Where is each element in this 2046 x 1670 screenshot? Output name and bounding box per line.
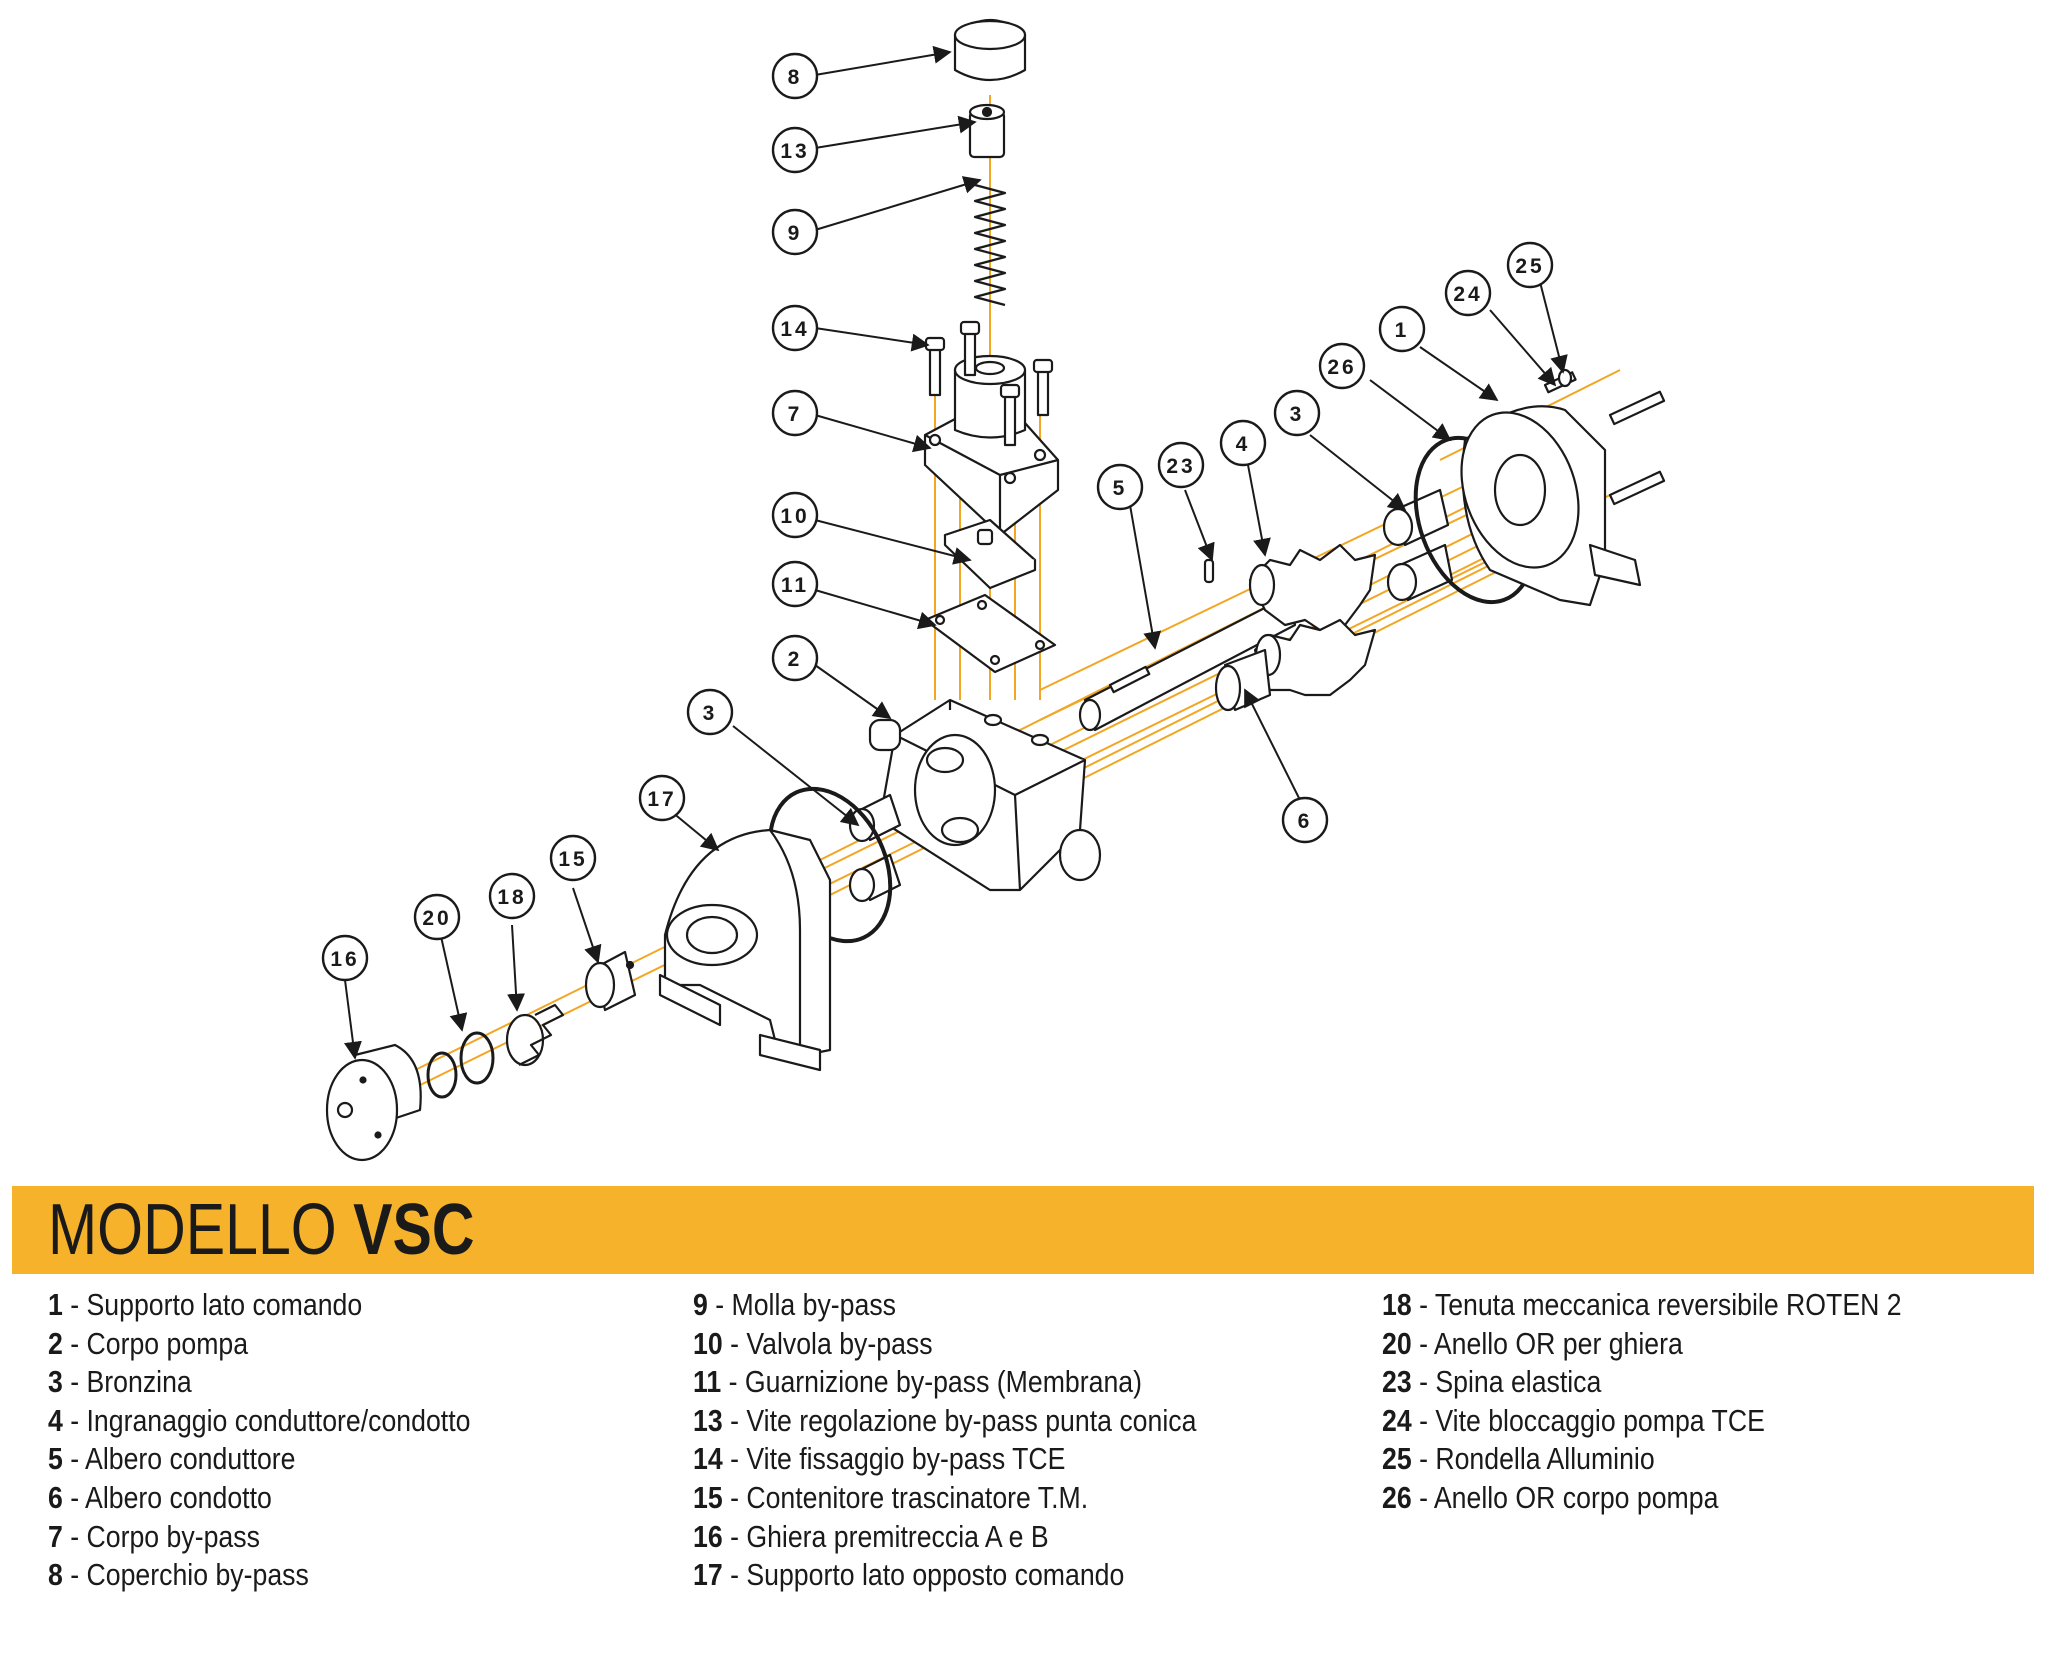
callout-20: 20	[413, 893, 461, 941]
part-bypass-valve	[943, 518, 1037, 590]
part-adjust-screw	[968, 103, 1006, 159]
callout-1: 1	[1378, 305, 1426, 353]
svg-text:1: 1	[1395, 319, 1410, 342]
svg-text:20: 20	[422, 907, 451, 930]
callout-5: 5	[1096, 463, 1144, 511]
legend-item: 18 - Tenuta meccanica reversibile ROTEN …	[1382, 1287, 1902, 1322]
leader-lines	[344, 45, 1568, 1060]
svg-text:24: 24	[1453, 283, 1482, 306]
callout-7: 7	[771, 389, 819, 437]
model-banner: MODELLO VSC	[12, 1186, 2034, 1274]
legend-item: 26 - Anello OR corpo pompa	[1382, 1479, 1719, 1515]
legend-item: 14 - Vite fissaggio by-pass TCE	[693, 1441, 1066, 1477]
svg-text:23: 23	[1166, 455, 1195, 478]
legend-item: 5 - Albero conduttore	[48, 1441, 296, 1477]
legend-column-3: 18 - Tenuta meccanica reversibile ROTEN …	[1382, 1286, 1986, 1518]
part-driving-shaft	[1078, 593, 1297, 732]
callout-2: 2	[771, 634, 819, 682]
callout-4: 4	[1219, 419, 1267, 467]
part-bypass-gasket	[923, 593, 1057, 674]
legend-item: 20 - Anello OR per ghiera	[1382, 1325, 1683, 1361]
callout-24: 24	[1444, 269, 1492, 317]
legend-column-2: 9 - Molla by-pass 10 - Valvola by-pass 1…	[693, 1286, 1278, 1595]
part-support-opposite	[658, 828, 832, 1072]
svg-text:7: 7	[788, 403, 803, 426]
assembly-lines	[404, 95, 1621, 1091]
svg-text:3: 3	[1290, 403, 1305, 426]
callout-13: 13	[771, 126, 819, 174]
legend-item: 2 - Corpo pompa	[48, 1325, 249, 1361]
part-pump-body	[868, 698, 1102, 892]
svg-text:14: 14	[780, 318, 809, 341]
legend-item: 17 - Supporto lato opposto comando	[693, 1557, 1125, 1593]
part-spring	[973, 183, 1007, 307]
legend-item: 10 - Valvola by-pass	[693, 1325, 933, 1361]
legend-item: 4 - Ingranaggio conduttore/condotto	[48, 1402, 471, 1438]
part-gears	[1248, 543, 1377, 697]
legend-item: 3 - Bronzina	[48, 1364, 192, 1400]
svg-text:10: 10	[780, 505, 809, 528]
part-elastic-pin	[1203, 558, 1215, 584]
callout-15: 15	[549, 834, 597, 882]
part-orings-ring	[426, 1031, 495, 1099]
svg-text:26: 26	[1327, 356, 1356, 379]
part-mechanical-seal	[505, 1003, 565, 1067]
legend-column-1: 1 - Supporto lato comando 2 - Corpo pomp…	[48, 1286, 539, 1595]
callout-10: 10	[771, 491, 819, 539]
legend-item: 7 - Corpo by-pass	[48, 1518, 260, 1554]
callout-9: 9	[771, 208, 819, 256]
svg-text:2: 2	[788, 648, 803, 671]
legend-item: 25 - Rondella Alluminio	[1382, 1441, 1655, 1477]
svg-text:8: 8	[788, 66, 803, 89]
part-lock-screw	[1543, 368, 1577, 394]
exploded-pump-diagram: 8 13 9 14 7 10 11 2 3 17 15 18 20 16 5 2…	[321, 18, 1666, 1162]
callout-16: 16	[321, 934, 369, 982]
legend-item: 23 - Spina elastica	[1382, 1364, 1602, 1400]
legend-item: 16 - Ghiera premitreccia A e B	[693, 1518, 1049, 1554]
svg-text:25: 25	[1515, 255, 1544, 278]
part-bypass-cap	[953, 18, 1027, 81]
legend-item: 9 - Molla by-pass	[693, 1287, 897, 1322]
model-title-prefix: MODELLO	[48, 1190, 354, 1270]
callout-17: 17	[638, 774, 686, 822]
svg-text:4: 4	[1236, 433, 1251, 456]
svg-text:16: 16	[330, 948, 359, 971]
callout-3-right: 3	[1273, 389, 1321, 437]
callout-8: 8	[771, 52, 819, 100]
svg-text:18: 18	[497, 886, 526, 909]
svg-text:3: 3	[703, 702, 718, 725]
callout-23: 23	[1157, 441, 1205, 489]
part-fixing-screws	[924, 320, 1054, 447]
legend-item: 6 - Albero condotto	[48, 1479, 272, 1515]
svg-text:17: 17	[647, 788, 676, 811]
svg-text:5: 5	[1113, 477, 1128, 500]
part-support-drive	[1460, 390, 1666, 607]
part-drive-container	[584, 950, 637, 1012]
callout-11: 11	[771, 560, 819, 608]
part-bushings-right	[1382, 488, 1454, 602]
pump-parts	[325, 18, 1666, 1162]
svg-text:15: 15	[558, 848, 587, 871]
model-title-code: VSC	[353, 1190, 475, 1270]
callout-6: 6	[1281, 796, 1329, 844]
callout-3-left: 3	[686, 688, 734, 736]
legend-item: 1 - Supporto lato comando	[48, 1287, 363, 1322]
svg-text:11: 11	[781, 574, 809, 597]
callout-26: 26	[1318, 342, 1366, 390]
part-ring-nut	[325, 1043, 422, 1162]
callout-14: 14	[771, 304, 819, 352]
legend-item: 13 - Vite regolazione by-pass punta coni…	[693, 1402, 1197, 1438]
callout-25: 25	[1506, 241, 1554, 289]
svg-text:9: 9	[788, 222, 803, 245]
legend-item: 24 - Vite bloccaggio pompa TCE	[1382, 1402, 1765, 1438]
callout-18: 18	[488, 872, 536, 920]
model-title: MODELLO VSC	[48, 1192, 475, 1268]
callouts: 8 13 9 14 7 10 11 2 3 17 15 18 20 16 5 2…	[321, 52, 1554, 982]
svg-text:13: 13	[780, 140, 809, 163]
legend-item: 15 - Contenitore trascinatore T.M.	[693, 1479, 1089, 1515]
svg-text:6: 6	[1298, 810, 1313, 833]
legend-item: 8 - Coperchio by-pass	[48, 1557, 309, 1593]
legend-item: 11 - Guarnizione by-pass (Membrana)	[693, 1364, 1142, 1400]
